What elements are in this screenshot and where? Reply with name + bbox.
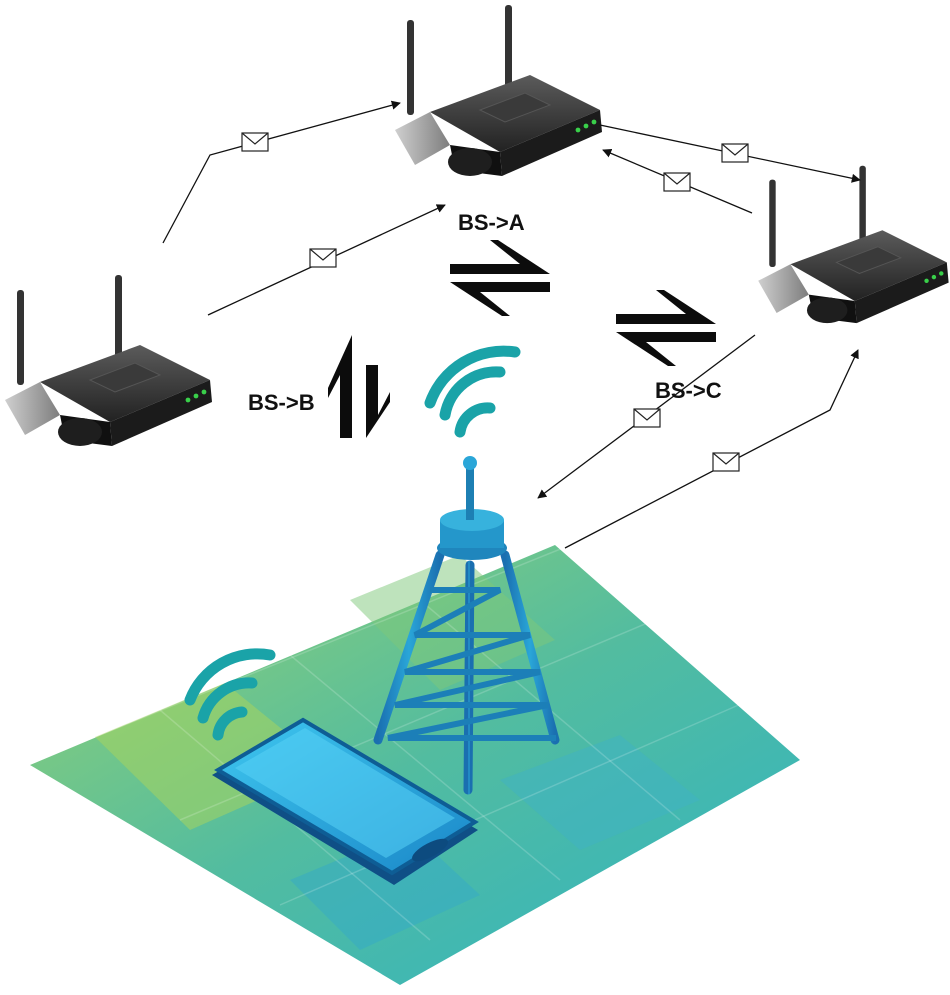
smartphone-icon (212, 717, 479, 885)
wifi-signal-icon (424, 345, 521, 438)
router-icon (394, 4, 603, 177)
label-bs-c: BS->C (655, 378, 722, 403)
router-icon (757, 165, 950, 324)
exchange-arrows-vertical-icon (328, 335, 390, 438)
exchange-arrows-icon (450, 240, 550, 316)
ground-grid (30, 524, 800, 985)
router-icon (4, 274, 213, 447)
phone-signal-icon (184, 648, 276, 741)
label-bs-b: BS->B (248, 390, 315, 415)
label-bs-a: BS->A (458, 210, 525, 235)
exchange-arrows-icon (616, 290, 716, 366)
cell-tower-icon (373, 456, 560, 795)
